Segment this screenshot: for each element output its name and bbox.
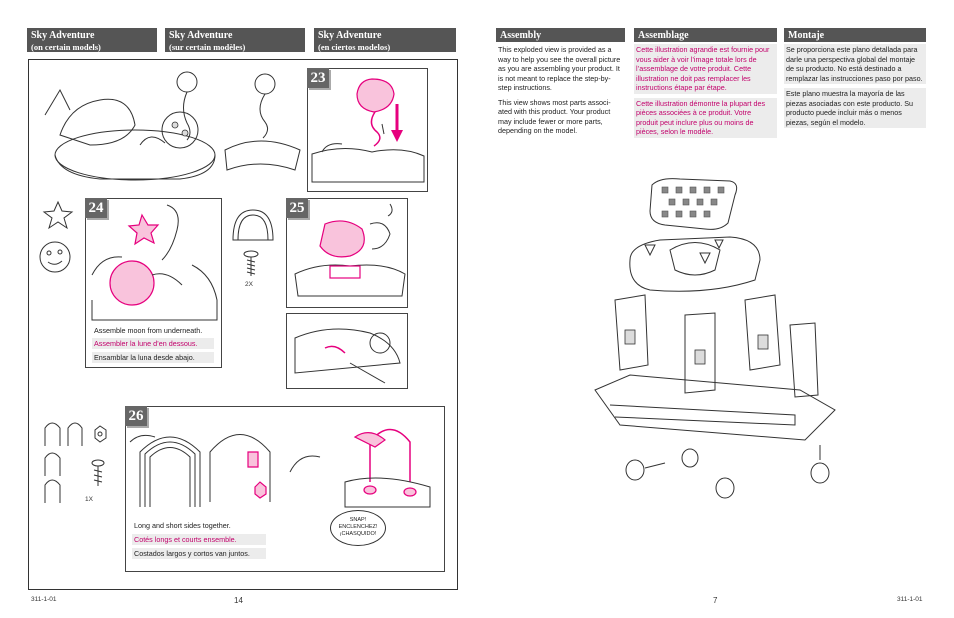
screw-quantity-1x: 1X [85, 496, 93, 503]
paragraph-fr-1: Cette illustration agrandie est fournie … [634, 44, 777, 94]
header-subtitle: (sur certain modèles) [169, 42, 246, 52]
header-montaje: Montaje [784, 28, 926, 42]
star-part-illustration [42, 200, 74, 230]
step-25-illustration [294, 203, 406, 297]
step-23-number: 23 [307, 68, 329, 88]
paragraph-en-1: This exploded view is provided as a way … [498, 45, 621, 92]
step-25b-illustration [294, 328, 401, 384]
step-25-number: 25 [286, 198, 308, 218]
caption-moon-en: Assemble moon from underneath. [94, 326, 203, 335]
header-assemblage-label: Assemblage [638, 30, 689, 41]
snap-callout: SNAP! ENCLENCHEZ! ¡CHASQUIDO! [330, 510, 386, 546]
header-sky-adventure-en: Sky Adventure (on certain models) [27, 28, 157, 52]
paragraph-en-2: This view shows most parts associ-ated w… [498, 97, 611, 136]
header-assembly-label: Assembly [500, 30, 542, 41]
text-column-es: Se proporciona este plano detallada para… [784, 44, 926, 128]
header-title: Sky Adventure [318, 30, 382, 41]
screw-quantity-2x: 2X [245, 281, 253, 288]
paragraph-es-2: Este plano muestra la mayoría de las pie… [784, 88, 926, 128]
step-25b-panel [286, 313, 408, 389]
header-assembly: Assembly [496, 28, 625, 42]
caption-moon-fr: Assembler la lune d’en dessous. [92, 338, 214, 349]
footer-page-left: 14 [234, 596, 243, 605]
snap-text-en: SNAP! [349, 517, 367, 523]
footer-page-right: 7 [713, 596, 718, 605]
screw-illustration [243, 250, 259, 276]
toy-tray-illustration [44, 88, 216, 181]
header-title: Sky Adventure [31, 30, 95, 41]
header-title: Sky Adventure [169, 30, 233, 41]
arch-pieces-illustration [44, 422, 107, 503]
footer-code-left: 311-1-01 [31, 596, 57, 603]
caption-sides-fr: Cotés longs et courts ensemble. [132, 534, 266, 545]
step-24-illustration [91, 204, 218, 321]
text-column-en: This exploded view is provided as a way … [498, 45, 623, 136]
header-sky-adventure-es: Sky Adventure (en ciertos modelos) [314, 28, 456, 52]
header-assemblage: Assemblage [634, 28, 777, 42]
text-column-fr: Cette illustration agrandie est fournie … [634, 44, 777, 138]
toy-parts-illustration [176, 71, 198, 141]
snap-text-es: ¡CHASQUIDO! [339, 531, 377, 537]
paragraph-fr-2: Cette illustration démontre la plupart d… [634, 97, 777, 138]
footer-code-right: 311-1-01 [897, 596, 923, 603]
instruction-frame [28, 59, 458, 590]
step-23-illustration [311, 78, 425, 183]
step-26-number: 26 [125, 406, 147, 426]
caption-sides-es: Costados largos y cortos van juntos. [132, 548, 266, 559]
header-subtitle: (on certain models) [31, 42, 101, 52]
moon-part-illustration [39, 241, 71, 273]
caption-moon-es: Ensamblar la luna desde abajo. [92, 352, 214, 363]
step-26-illustration [129, 428, 431, 508]
exploded-view-illustration [594, 178, 836, 499]
header-subtitle: (en ciertos modelos) [318, 42, 391, 52]
header-montaje-label: Montaje [788, 30, 825, 41]
snap-text-fr: ENCLENCHEZ! [338, 524, 378, 530]
arch-assembly-illustration [224, 73, 301, 171]
half-moon-part-illustration [232, 209, 274, 241]
paragraph-es-1: Se proporciona este plano detallada para… [784, 44, 926, 84]
header-sky-adventure-fr: Sky Adventure (sur certain modèles) [165, 28, 305, 52]
caption-sides-en: Long and short sides together. [134, 521, 231, 530]
step-24-number: 24 [85, 198, 107, 218]
